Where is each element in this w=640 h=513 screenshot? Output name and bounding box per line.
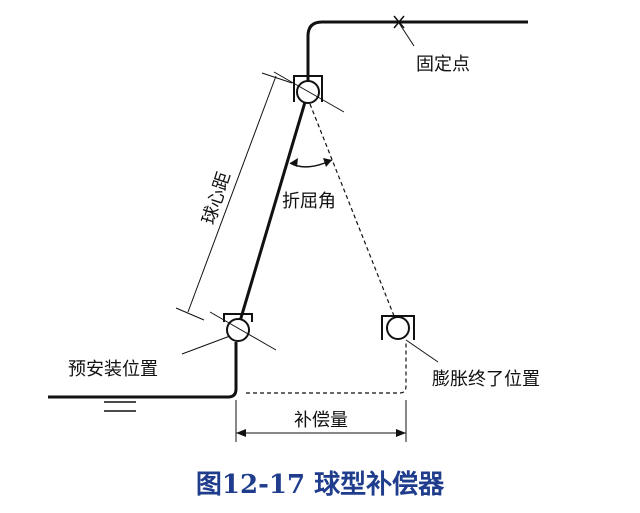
connecting-rod	[236, 91, 310, 329]
expansion-end-ball-joint	[381, 315, 415, 340]
final-position-rod	[309, 103, 399, 327]
compensation-arrow-right	[396, 429, 406, 437]
final-position-pipe	[246, 342, 407, 394]
compensation-dimension	[235, 400, 407, 442]
compensation-label: 补偿量	[294, 410, 348, 431]
compensation-arrow-left	[236, 429, 246, 437]
ground-symbol	[104, 401, 136, 412]
bend-angle-label: 折屈角	[282, 191, 336, 212]
pre-install-ball-joint	[209, 311, 277, 351]
sphere-distance-label: 球心距	[198, 169, 235, 227]
top-ball-joint	[273, 71, 345, 113]
fixed-point-label: 固定点	[416, 54, 470, 75]
fixed-point-leader	[398, 22, 415, 47]
top-pipe	[306, 20, 528, 90]
bottom-pipe	[48, 342, 238, 399]
pre-install-leader	[181, 335, 231, 355]
expansion-end-leader	[405, 339, 439, 363]
bend-angle-arrow-right	[323, 158, 332, 167]
bend-angle-arrow-left	[290, 158, 298, 167]
expansion-end-label: 膨胀终了位置	[432, 369, 540, 390]
figure-caption: 图12-17 球型补偿器	[196, 470, 445, 500]
pre-install-label: 预安装位置	[68, 359, 158, 380]
fixed-point-mark	[393, 15, 405, 29]
sphere-distance-dimension	[175, 72, 293, 321]
